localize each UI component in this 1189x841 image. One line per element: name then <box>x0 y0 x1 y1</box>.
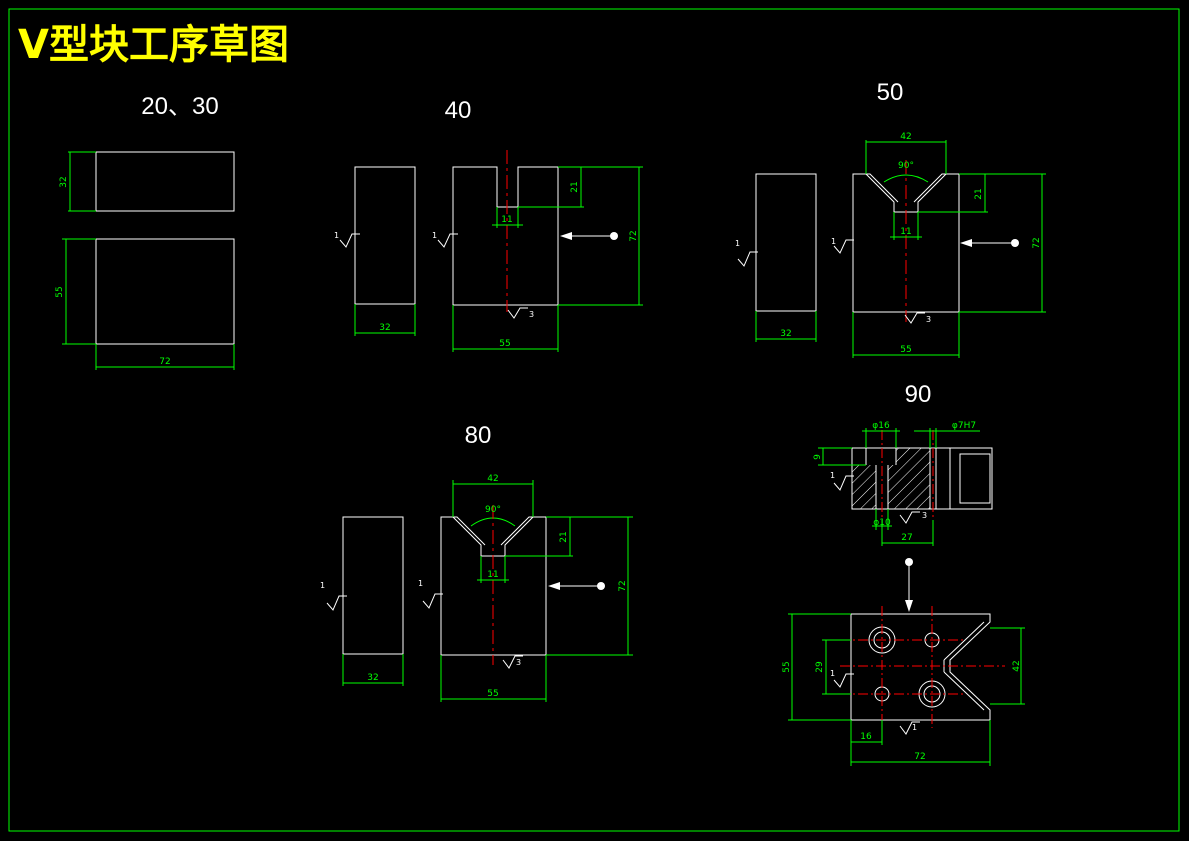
front-view-outline <box>852 173 960 313</box>
op-label: 90 <box>905 381 932 408</box>
side-view-rect <box>354 166 416 305</box>
roughness-label: 1 <box>735 239 740 248</box>
section-hatch-mid <box>888 465 930 509</box>
dim-v-top: 42 <box>487 474 498 484</box>
dim-v-width: 42 <box>1012 660 1022 671</box>
top-view-rect <box>95 151 235 212</box>
roughness-label: 1 <box>830 669 835 678</box>
side-view-rect <box>342 516 404 655</box>
roughness-symbol <box>737 239 925 324</box>
roughness-label-bottom: 3 <box>529 310 534 319</box>
dim-length: 72 <box>914 752 925 762</box>
front-view-rect <box>95 238 235 345</box>
dim-slot-depth: 21 <box>570 181 580 192</box>
dim-depth: 9 <box>813 454 823 460</box>
front-view-outline <box>440 516 547 656</box>
dim-slot-width: 11 <box>900 227 911 237</box>
side-view-rect <box>755 173 817 312</box>
v-slot-inner <box>453 516 533 546</box>
dim-depth: 21 <box>559 531 569 542</box>
roughness-label: 1 <box>418 579 423 588</box>
dim-slot-width: 11 <box>501 215 512 225</box>
dim-depth: 21 <box>974 188 984 199</box>
roughness-label-bottom: 3 <box>516 658 521 667</box>
roughness-label: 1 <box>432 231 437 240</box>
dim-thickness: 32 <box>59 176 69 187</box>
roughness-symbol <box>339 233 528 319</box>
op-label: 40 <box>445 97 472 124</box>
dim-height: 72 <box>1032 237 1042 248</box>
clamp-arrow <box>560 232 618 240</box>
dim-height: 55 <box>55 286 65 297</box>
v-slot-inner <box>866 173 946 203</box>
plan-center-lines <box>840 606 1005 728</box>
dim-hole-small: φ7H7 <box>952 421 976 431</box>
dimension-lines <box>342 480 633 702</box>
roughness-label: 1 <box>831 237 836 246</box>
counterbore <box>865 448 897 509</box>
dim-width-front: 55 <box>499 339 510 349</box>
roughness-label-bottom: 3 <box>922 511 927 520</box>
drawing-title: V型块工序草图 <box>18 22 289 68</box>
roughness-symbol <box>833 475 920 524</box>
op-80: 80 1 1 3 <box>320 422 633 702</box>
dim-angle: 90° <box>898 161 914 171</box>
op-label: 50 <box>877 79 904 106</box>
dim-v-top: 42 <box>900 132 911 142</box>
dim-width-side: 32 <box>367 673 378 683</box>
roughness-symbol <box>326 593 523 669</box>
dimension-lines <box>354 166 643 352</box>
op-90: 90 1 3 <box>782 381 1025 766</box>
dim-height: 72 <box>618 580 628 591</box>
section-v-slot <box>949 448 991 509</box>
section-outline <box>851 447 993 510</box>
section-hatch-left <box>852 465 876 509</box>
dim-length: 72 <box>159 357 170 367</box>
op-20-30: 20、30 32 55 72 <box>55 93 235 370</box>
dim-width-side: 32 <box>780 329 791 339</box>
roughness-symbol <box>833 673 920 735</box>
dim-height: 55 <box>782 661 792 672</box>
clamp-arrow <box>960 239 1019 247</box>
op-50: 50 1 1 3 <box>735 79 1046 358</box>
op-40: 40 1 1 3 32 55 72 <box>334 97 643 352</box>
dim-spacing: 27 <box>901 533 912 543</box>
dim-slot-width: 11 <box>487 570 498 580</box>
clamp-arrow <box>548 582 605 590</box>
section-hatch-top <box>896 448 930 465</box>
roughness-label: 1 <box>320 581 325 590</box>
dim-hole-bottom: φ10 <box>873 518 891 528</box>
dimension-lines <box>788 613 1025 766</box>
plan-outline <box>850 613 991 721</box>
dimension-lines <box>818 428 980 546</box>
roughness-label: 1 <box>334 231 339 240</box>
dimension-lines <box>755 140 1046 358</box>
roughness-label: 1 <box>830 471 835 480</box>
dimension-lines <box>62 151 235 370</box>
roughness-label-bottom: 3 <box>926 315 931 324</box>
dim-width-front: 55 <box>900 345 911 355</box>
drawing-border <box>8 8 1180 832</box>
dim-width-front: 55 <box>487 689 498 699</box>
dim-center-spacing: 29 <box>815 661 825 673</box>
dim-height: 72 <box>629 230 639 241</box>
roughness-label-plan: 1 <box>912 723 917 732</box>
dim-offset: 16 <box>860 732 872 742</box>
dim-angle: 90° <box>485 505 501 515</box>
angle-arc <box>883 174 929 183</box>
op-label: 80 <box>465 422 492 449</box>
locating-arrow <box>905 558 913 612</box>
dim-hole-large: φ16 <box>872 421 890 431</box>
dim-width-side: 32 <box>379 323 390 333</box>
front-view-outline <box>452 166 559 306</box>
op-label: 20、30 <box>141 93 218 120</box>
